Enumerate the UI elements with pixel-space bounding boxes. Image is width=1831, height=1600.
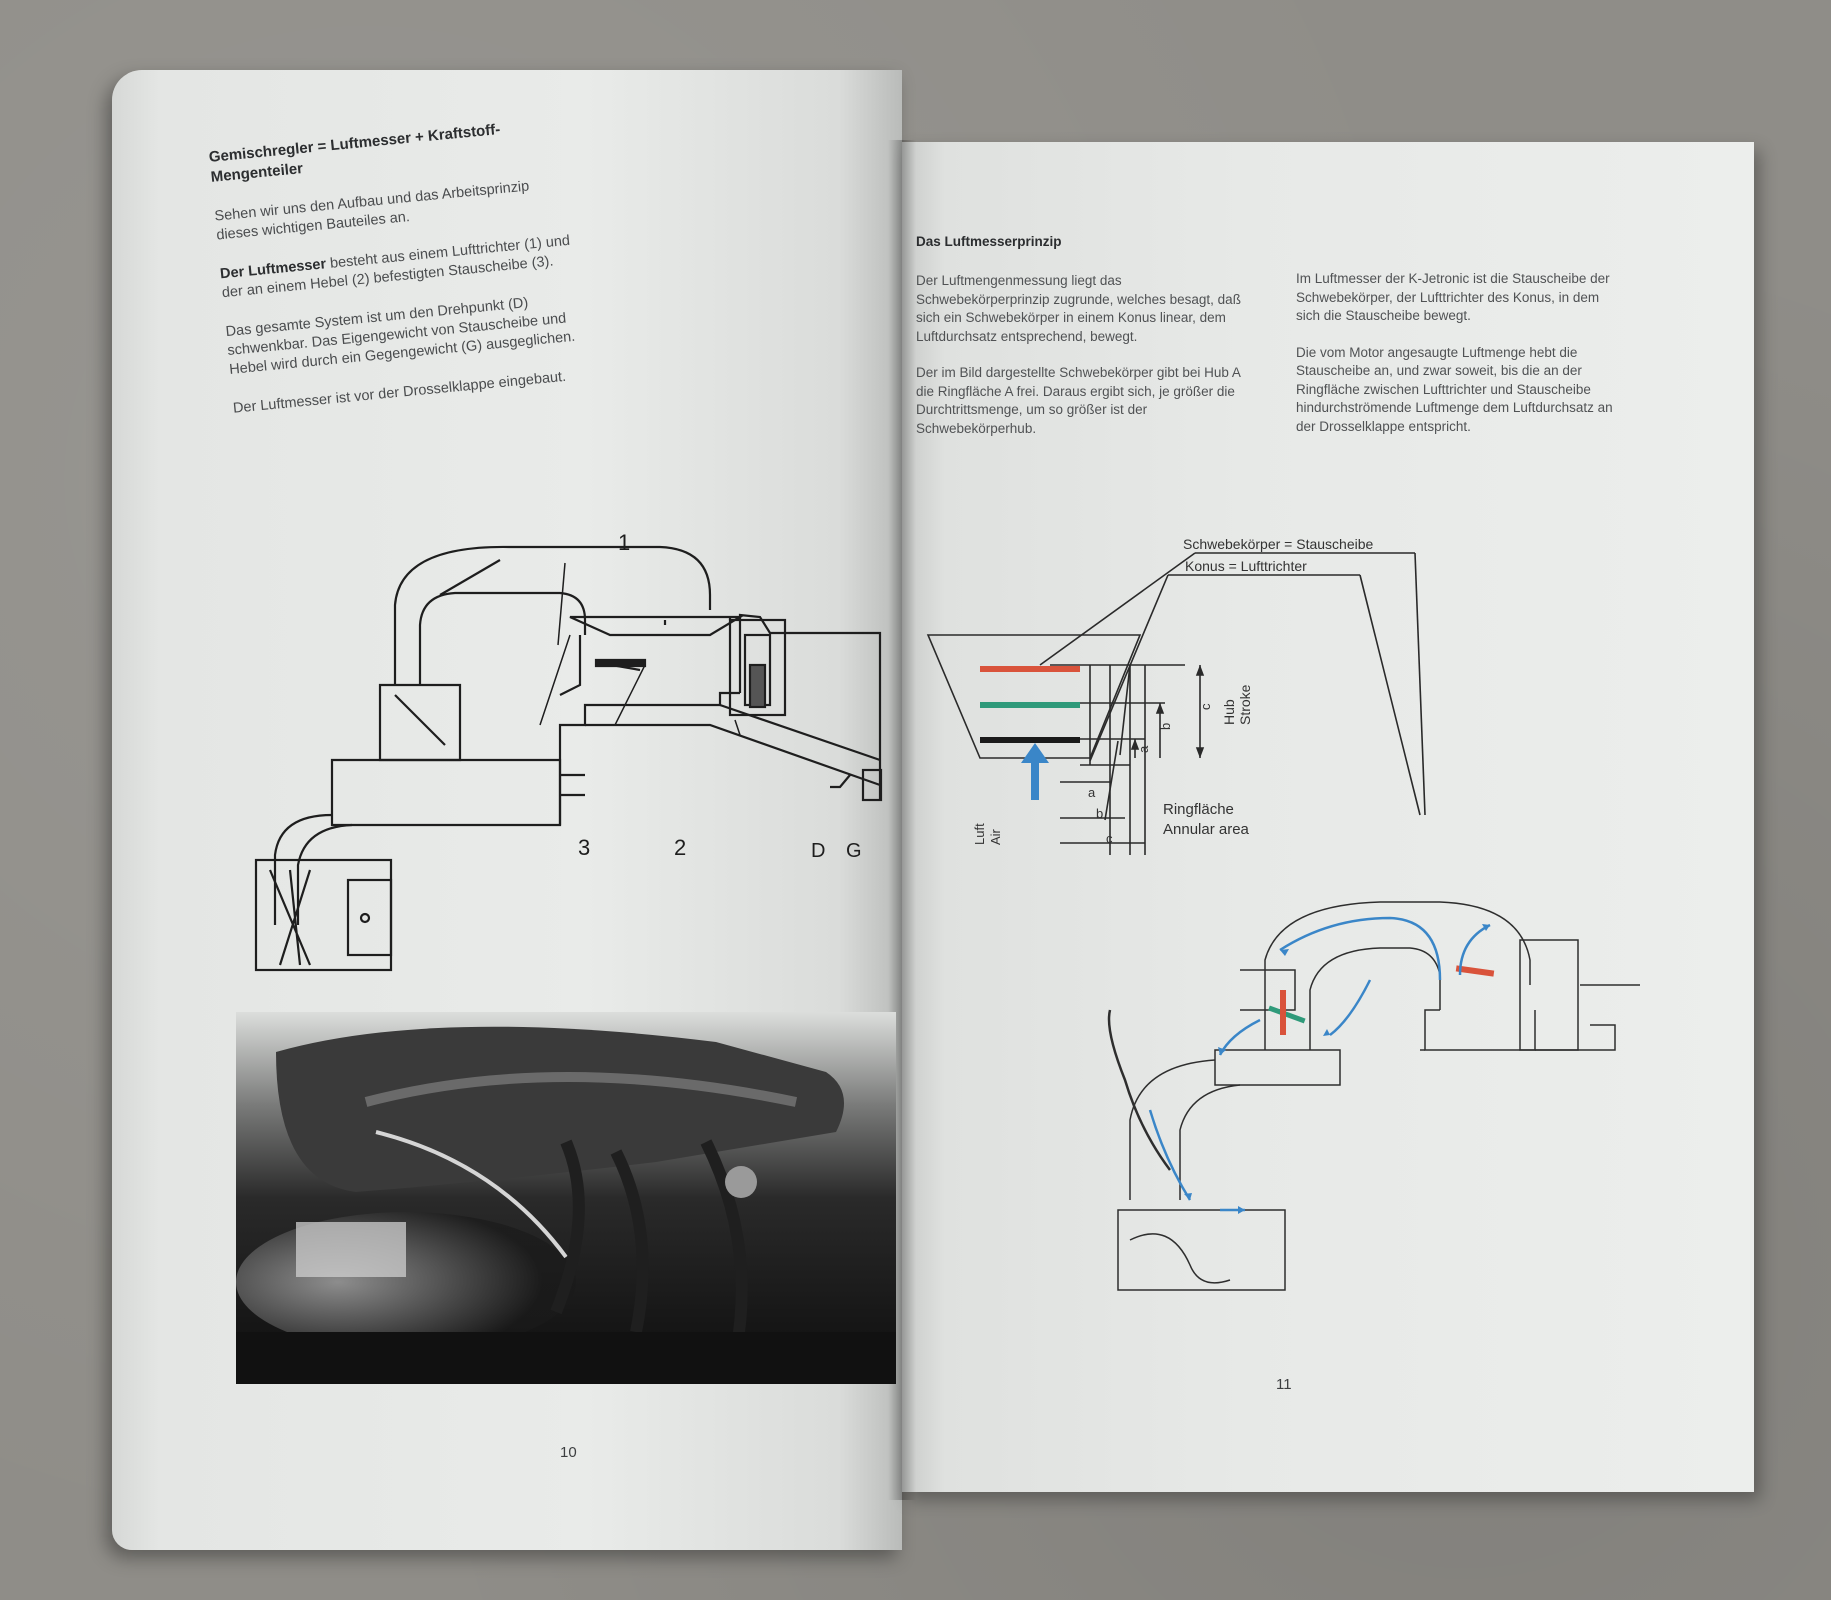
engine-photo xyxy=(236,1012,896,1384)
right-page xyxy=(902,142,1754,1492)
red-stauscheibe xyxy=(1455,965,1495,977)
right-col1-para-1: Der Luftmengenmessung liegt das Schwebek… xyxy=(916,273,1241,344)
black-float-disc xyxy=(980,737,1080,743)
air-meter-diagram: 1 3 2 D G xyxy=(254,530,883,972)
right-col2-para-1: Im Luftmesser der K-Jetronic ist die Sta… xyxy=(1296,271,1610,323)
label-b-vertical: b xyxy=(1158,723,1173,730)
label-a-vertical: a xyxy=(1136,745,1151,753)
label-c-horizontal: c xyxy=(1106,831,1113,846)
diagram-label-1: 1 xyxy=(618,530,630,555)
green-float-disc xyxy=(980,702,1080,708)
diagram-label-g: G xyxy=(846,840,862,862)
right-col1-para-2: Der im Bild dargestellte Schwebekörper g… xyxy=(916,365,1241,436)
air-flow-arrow xyxy=(1021,743,1049,800)
right-heading: Das Luftmesserprinzip xyxy=(916,234,1062,249)
diagram-label-2: 2 xyxy=(674,835,686,860)
k-jetronic-flow-diagram xyxy=(1107,901,1640,1291)
left-para-3: Das gesamte System ist um den Drehpunkt … xyxy=(224,295,576,378)
right-page-number: 11 xyxy=(1276,1376,1292,1393)
label-air: Air xyxy=(988,828,1003,845)
label-konus: Konus = Lufttrichter xyxy=(1185,558,1307,574)
label-annular-area: Annular area xyxy=(1163,821,1250,838)
right-col2-para-2: Die vom Motor angesaugte Luftmenge hebt … xyxy=(1296,344,1613,434)
left-para-1: Sehen wir uns den Aufbau und das Arbeits… xyxy=(213,178,530,244)
label-luft: Luft xyxy=(972,823,987,845)
label-ringflaeche: Ringfläche xyxy=(1163,801,1234,818)
red-throttle xyxy=(1280,990,1286,1035)
label-hub: Hub xyxy=(1221,699,1237,725)
green-throttle xyxy=(1268,1005,1306,1024)
diagram-label-d: D xyxy=(811,840,825,862)
label-a-horizontal: a xyxy=(1088,785,1096,800)
diagram-label-3: 3 xyxy=(578,835,590,860)
right-column-2: Im Luftmesser der K-Jetronic ist die Sta… xyxy=(1296,270,1626,454)
left-page-number: 10 xyxy=(560,1444,577,1461)
label-c-vertical: c xyxy=(1198,703,1213,710)
label-b-horizontal: b xyxy=(1096,806,1103,821)
right-column-1: Der Luftmengenmessung liegt das Schwebek… xyxy=(916,272,1246,456)
float-principle-diagram: Schwebekörper = Stauscheibe Konus = Luft… xyxy=(926,536,1426,855)
red-float-disc xyxy=(980,666,1080,672)
left-page-text: Gemischregler = Luftmesser + Kraftstoff-… xyxy=(208,113,594,438)
left-para-2: Der Luftmesser besteht aus einem Lufttri… xyxy=(219,231,581,303)
label-schwebekoerper: Schwebekörper = Stauscheibe xyxy=(1183,536,1373,552)
label-stroke: Stroke xyxy=(1237,684,1253,725)
